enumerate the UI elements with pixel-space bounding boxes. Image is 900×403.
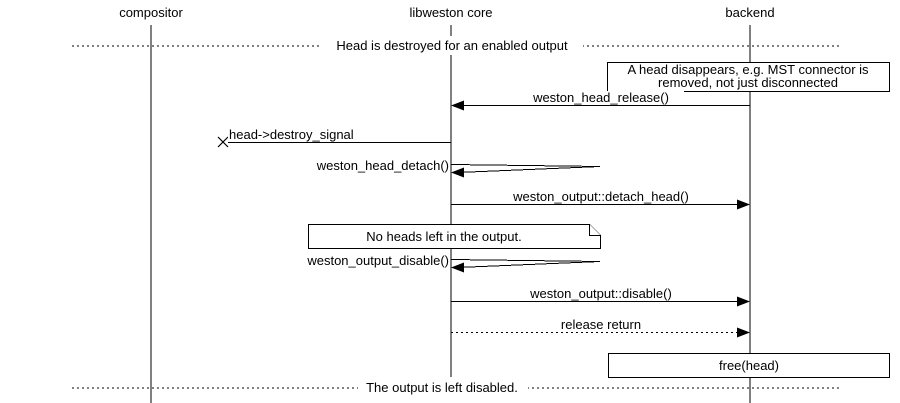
message-weston-output-disable-self-label: weston_output_disable() — [306, 253, 449, 268]
note-no-heads-left-fold — [589, 224, 601, 236]
note-mst-connector: A head disappears, e.g. MST connector is… — [607, 62, 890, 92]
lifeline-header-backend: backend — [725, 5, 774, 20]
box-free-head: free(head) — [608, 353, 890, 378]
message-weston-output-disable-label: weston_output::disable() — [529, 286, 672, 301]
message-weston-output-disable-self-back — [457, 261, 601, 268]
message-weston-output-detach-head-arrowhead — [737, 199, 750, 210]
message-release-return-label-bg — [548, 318, 655, 332]
message-release-return: release return — [451, 317, 750, 338]
message-weston-head-release-label: weston_head_release() — [532, 90, 669, 105]
message-weston-output-disable-self-arrowhead — [451, 262, 464, 273]
note-mst-connector-line-2: removed, not just disconnected — [658, 75, 838, 90]
message-head-destroy-signal-label: head->destroy_signal — [229, 127, 354, 142]
lifeline-header-libweston-core: libweston core — [409, 5, 492, 20]
message-weston-output-detach-head-label-bg — [494, 190, 709, 204]
note-no-heads-left-text: No heads left in the output. — [366, 229, 521, 244]
message-release-return-label: release return — [561, 317, 641, 332]
message-weston-output-disable: weston_output::disable() — [451, 286, 750, 307]
message-weston-output-detach-head: weston_output::detach_head() — [451, 189, 750, 210]
message-head-destroy-signal: head->destroy_signal — [217, 127, 451, 148]
lifeline-label-backend: backend — [725, 5, 774, 20]
separator-top-text-bg — [321, 36, 583, 55]
message-weston-head-detach-arrowhead — [451, 167, 464, 178]
message-weston-head-release-arrowhead — [451, 100, 464, 111]
message-head-destroy-signal-label-bg — [228, 127, 380, 142]
separator-bottom-text-bg — [358, 378, 528, 397]
separator-top-label: Head is destroyed for an enabled output — [336, 38, 568, 53]
note-mst-connector-box — [607, 62, 890, 92]
lifeline-label-libweston-core: libweston core — [409, 5, 492, 20]
separator-top: Head is destroyed for an enabled output — [72, 36, 840, 55]
lifeline-header-compositor: compositor — [119, 5, 183, 20]
box-free-head-text: free(head) — [719, 358, 779, 373]
destroy-x-icon — [217, 136, 229, 148]
message-weston-head-release-label-bg — [517, 91, 684, 105]
message-weston-output-disable-arrowhead — [737, 296, 750, 307]
note-mst-connector-line-1: A head disappears, e.g. MST connector is — [627, 62, 869, 77]
message-weston-head-detach-out — [450, 164, 601, 167]
note-no-heads-left-box — [308, 224, 601, 249]
note-no-heads-left: No heads left in the output. — [308, 224, 601, 249]
separator-bottom: The output is left disabled. — [72, 378, 840, 397]
message-weston-head-detach-back — [457, 166, 601, 173]
message-release-return-arrowhead — [737, 327, 750, 338]
message-weston-head-detach-label: weston_head_detach() — [316, 158, 449, 173]
message-weston-head-release: weston_head_release() — [451, 90, 750, 111]
message-weston-output-detach-head-label: weston_output::detach_head() — [512, 189, 689, 204]
message-weston-head-detach: weston_head_detach() — [316, 158, 601, 178]
message-weston-output-disable-self-out — [450, 259, 601, 262]
box-free-head-rect — [608, 353, 890, 378]
message-weston-output-disable-label-bg — [508, 287, 695, 301]
lifeline-label-compositor: compositor — [119, 5, 183, 20]
separator-bottom-label: The output is left disabled. — [366, 380, 518, 395]
message-weston-output-disable-self: weston_output_disable() — [306, 253, 601, 273]
